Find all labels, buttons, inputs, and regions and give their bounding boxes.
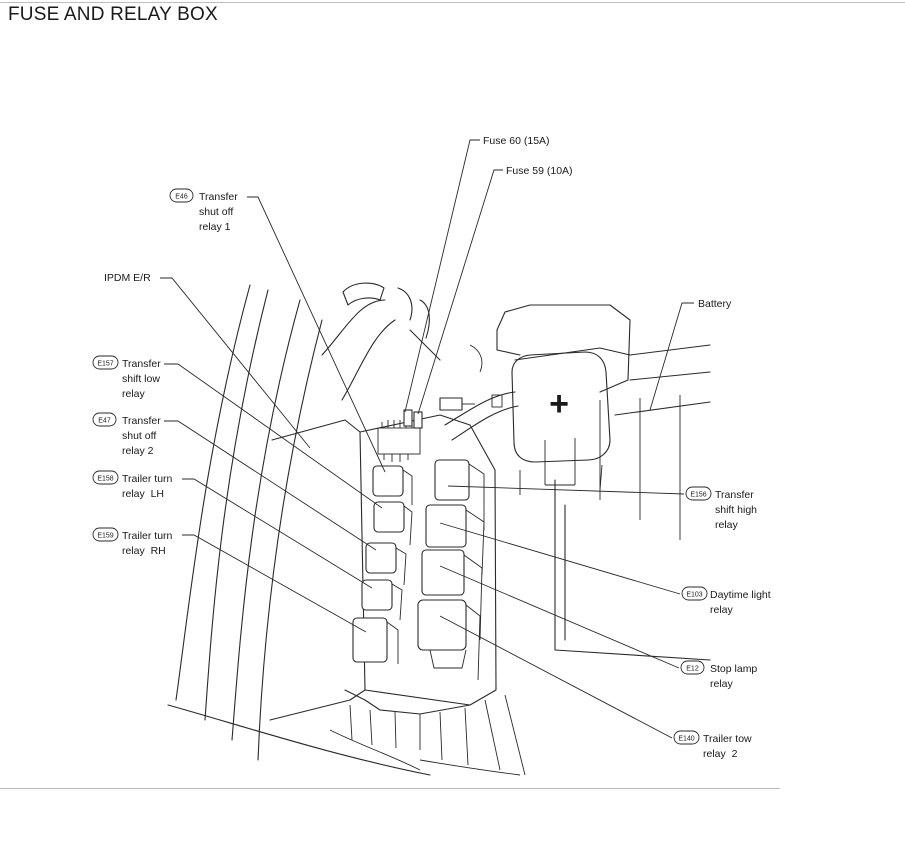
relay-e46 — [372, 465, 404, 497]
connector-code: E159 — [97, 533, 113, 540]
page-title: FUSE AND RELAY BOX — [8, 4, 218, 25]
ipdm-label: IPDM E/R — [104, 272, 151, 284]
callout-line-3: relay 1 — [199, 221, 231, 233]
callout-line-2: relay LH — [122, 488, 164, 500]
callout-line-1: Trailer turn — [122, 530, 173, 542]
relay-e159 — [352, 617, 388, 663]
callout-e12: E12 Stop lamp relay — [680, 660, 757, 690]
callout-line-2: relay — [710, 678, 734, 690]
callout-line-2: shut off — [122, 430, 156, 442]
callout-e46: E46 Transfer shut off relay 1 — [169, 188, 238, 233]
callout-e140: E140 Trailer tow relay 2 — [673, 730, 752, 760]
callout-line-2: shift high — [715, 504, 757, 516]
relay-e156 — [434, 459, 470, 501]
connector-badge — [681, 586, 708, 601]
connector-badge — [680, 660, 705, 675]
relay-e103 — [425, 504, 467, 548]
top-rule — [0, 2, 905, 3]
callout-line-2: relay RH — [122, 545, 166, 557]
callout-e158: E158 Trailer turn relay LH — [92, 470, 173, 500]
leader-lines — [160, 139, 694, 739]
callout-e159: E159 Trailer turn relay RH — [92, 527, 173, 557]
callout-line-1: Transfer — [715, 489, 754, 501]
callout-e103: E103 Daytime light relay — [681, 586, 771, 616]
callout-line-2: shut off — [199, 206, 233, 218]
callout-line-1: Transfer — [122, 415, 161, 427]
callout-e47: E47 Transfer shut off relay 2 — [92, 412, 161, 457]
bottom-rule — [0, 788, 780, 789]
callout-line-1: Transfer — [199, 191, 238, 203]
connector-code: E140 — [678, 736, 694, 743]
connector-badge — [92, 412, 117, 427]
callout-e157: E157 Transfer shift low relay — [92, 355, 161, 400]
callout-battery: Battery — [698, 298, 732, 310]
engine-bay-drawing: + — [167, 282, 711, 776]
relay-block-right — [417, 459, 485, 681]
callout-e156: E156 Transfer shift high relay — [685, 486, 757, 531]
callout-line-2: relay — [710, 604, 734, 616]
connector-badge — [685, 486, 712, 501]
connector-badge — [673, 730, 700, 745]
callout-line-1: Trailer tow — [703, 733, 752, 745]
connector-badge — [92, 527, 119, 542]
relay-e158 — [361, 579, 393, 611]
battery-positive-symbol: + — [549, 385, 569, 423]
connector-code: E103 — [686, 592, 702, 599]
callout-line-1: Daytime light — [710, 589, 771, 601]
fuse-59-label: Fuse 59 (10A) — [506, 165, 573, 177]
connector-code: E12 — [686, 666, 699, 673]
connector-badge — [169, 188, 194, 203]
callout-line-2: shift low — [122, 373, 160, 385]
connector-code: E47 — [98, 418, 111, 425]
relay-block-left — [352, 465, 413, 664]
fuse-60-label: Fuse 60 (15A) — [483, 135, 550, 147]
connector-code: E158 — [97, 476, 113, 483]
callout-line-1: Stop lamp — [710, 663, 757, 675]
callout-ipdm: IPDM E/R — [104, 272, 151, 284]
callout-line-3: relay — [715, 519, 739, 531]
connector-code: E157 — [97, 361, 113, 368]
callout-line-2: relay 2 — [703, 748, 738, 760]
battery-label: Battery — [698, 298, 732, 310]
relay-e12 — [421, 549, 465, 596]
callout-fuse-59: Fuse 59 (10A) — [506, 165, 573, 177]
connector-code: E156 — [690, 492, 706, 499]
connector-badge — [92, 470, 119, 485]
connector-code: E46 — [175, 194, 188, 201]
relay-e157 — [373, 501, 405, 533]
connector-badge — [92, 355, 119, 370]
callout-line-1: Transfer — [122, 358, 161, 370]
callout-line-3: relay — [122, 388, 146, 400]
relay-e47 — [365, 542, 397, 574]
callout-line-1: Trailer turn — [122, 473, 173, 485]
relay-e140 — [417, 599, 467, 651]
callout-fuse-60: Fuse 60 (15A) — [483, 135, 550, 147]
callout-line-3: relay 2 — [122, 445, 154, 457]
